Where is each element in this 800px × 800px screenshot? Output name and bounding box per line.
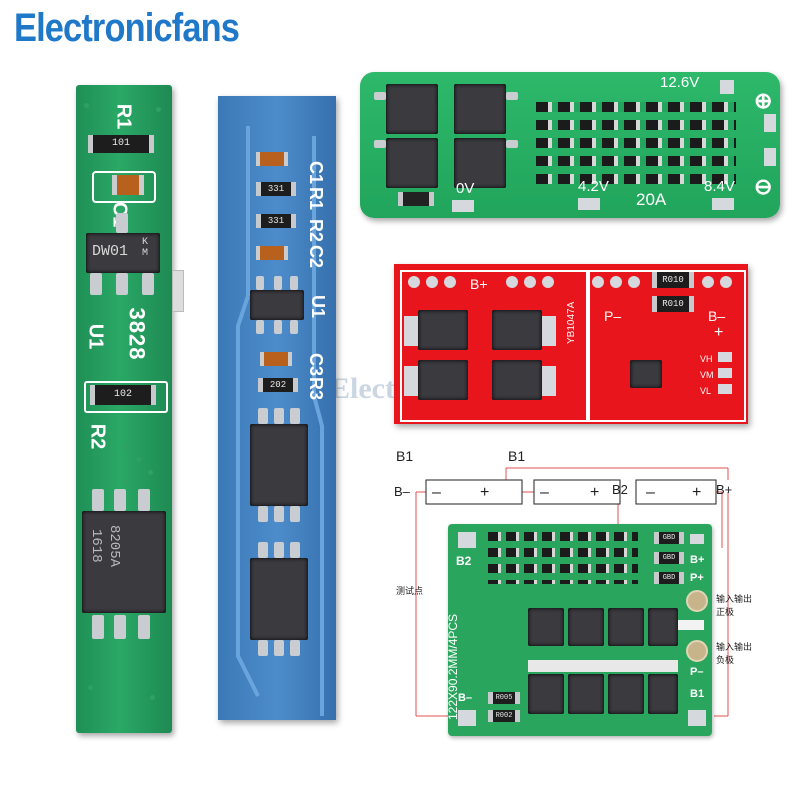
- board-size-label: 122X90.2MM/4PCS: [446, 613, 460, 720]
- cell-3-minus: –: [646, 484, 655, 501]
- mosfet-upper: [250, 424, 308, 506]
- cell-1-plus: +: [480, 484, 490, 501]
- mosfet-3: [418, 360, 468, 400]
- label-8-4v: 8.4V: [704, 178, 735, 195]
- test-point-label: 测试点: [396, 586, 424, 596]
- ic-number-3828: 3828: [124, 307, 150, 361]
- label-bminus: B–: [458, 692, 473, 704]
- resistor-r2: 331: [256, 214, 296, 228]
- output-negative-label: 输入输出 负极: [716, 642, 753, 665]
- mosfet-3: [386, 138, 438, 188]
- label-c3: C3: [306, 352, 327, 377]
- cell-2-minus: –: [540, 484, 549, 501]
- mosfet-lower: [250, 558, 308, 640]
- output-positive-pad: [686, 590, 708, 612]
- mosfet-2: [492, 310, 542, 350]
- protection-ic: [250, 290, 304, 320]
- label-b2: B2: [456, 554, 472, 568]
- label-r3: R3: [306, 376, 327, 401]
- label-bminus: B–: [394, 484, 410, 499]
- resistor-gbd-1: GBD: [654, 532, 684, 544]
- minus-symbol: ⊖: [754, 174, 773, 199]
- label-pminus: P–: [690, 666, 704, 678]
- resistor-top: 101: [88, 135, 154, 153]
- mosfet-1: [386, 84, 438, 134]
- plus-symbol: ⊕: [754, 88, 773, 113]
- side-wire-tab: [172, 270, 184, 312]
- shunt-resistor-1: R010: [652, 272, 694, 288]
- brand-logo-text: Electronicfans: [14, 6, 240, 50]
- label-c2: C2: [306, 244, 327, 269]
- pcb-board-4s: B2 GBD GBD GBD B+ P+ P– 122X90.2MM/4PCS …: [446, 524, 712, 736]
- resistor-r3: 202: [258, 378, 298, 392]
- label-vm: VM: [700, 370, 714, 380]
- pcb-board-red: B+ R010 P– R010 B– + YB1047A VH VM VL: [394, 264, 748, 424]
- cell-3-plus: +: [692, 484, 702, 501]
- resistor-gbd-3: GBD: [654, 572, 684, 584]
- label-4-2v: 4.2V: [578, 178, 609, 195]
- pcb-board-1s-blue: 331 331 C1 R1 R2 C2 U1 202 C3 R3: [218, 96, 336, 720]
- label-pplus: P+: [690, 572, 704, 584]
- label-b1-top: B1: [396, 448, 414, 464]
- capacitor-c1: [112, 175, 144, 195]
- label-b2: B2: [612, 482, 628, 497]
- mosfet-1: [418, 310, 468, 350]
- resistor-gbd-2: GBD: [654, 552, 684, 564]
- small-resistor: [398, 192, 434, 206]
- mosfet-4: [492, 360, 542, 400]
- label-12-6v: 12.6V: [660, 74, 700, 91]
- protection-ic-dw01: DW01 K M: [86, 233, 160, 273]
- capacitor-c2: [256, 246, 288, 260]
- shunt-resistor-2: R010: [652, 296, 694, 312]
- resistor-bottom: 102: [90, 385, 156, 405]
- label-u1: U1: [84, 323, 107, 350]
- dual-mosfet-8205a: 8205A 1618: [82, 511, 166, 613]
- label-c1: C1: [306, 160, 327, 185]
- pcb-board-1s-green: R1 101 C1 DW01 K M U1 3828 102 R2 8205A …: [76, 85, 172, 733]
- label-vh: VH: [700, 354, 713, 364]
- label-b1: B1: [508, 448, 526, 464]
- mosfet-2: [454, 84, 506, 134]
- label-u1: U1: [308, 294, 329, 319]
- label-r2: R2: [86, 423, 109, 450]
- board-code: YB1047A: [566, 301, 577, 344]
- label-plus: +: [714, 324, 724, 341]
- resistor-r002: R002: [488, 710, 520, 722]
- label-pminus: P–: [604, 308, 622, 324]
- capacitor-c1: [256, 152, 288, 166]
- label-bplus: B+: [716, 482, 733, 497]
- wiring-diagram: [415, 467, 729, 717]
- mosfet-4: [454, 138, 506, 188]
- label-20a: 20A: [636, 190, 667, 209]
- cell-1-minus: –: [432, 484, 441, 501]
- protection-ic: [630, 360, 662, 388]
- label-bplus: B+: [690, 554, 705, 566]
- resistor-r005: R005: [488, 692, 520, 704]
- pcb-board-3s-20a: 12.6V ⊕ ⊖ 0V 4.2V 20A 8.4V: [360, 72, 780, 218]
- cell-2-plus: +: [590, 484, 600, 501]
- label-bminus: B–: [708, 308, 726, 324]
- label-bplus: B+: [470, 276, 488, 292]
- label-r1: R1: [112, 103, 135, 130]
- resistor-array: [488, 532, 638, 584]
- label-b1: B1: [690, 688, 705, 700]
- output-positive-label: 输入输出 正极: [716, 594, 753, 617]
- label-r2: R2: [306, 218, 327, 243]
- label-vl: VL: [700, 386, 712, 396]
- resistor-r1: 331: [256, 182, 296, 196]
- label-r1: R1: [306, 186, 327, 211]
- capacitor-c3: [260, 352, 292, 366]
- resistor-array: [536, 102, 736, 188]
- output-negative-pad: [686, 640, 708, 662]
- label-0v: 0V: [456, 180, 475, 197]
